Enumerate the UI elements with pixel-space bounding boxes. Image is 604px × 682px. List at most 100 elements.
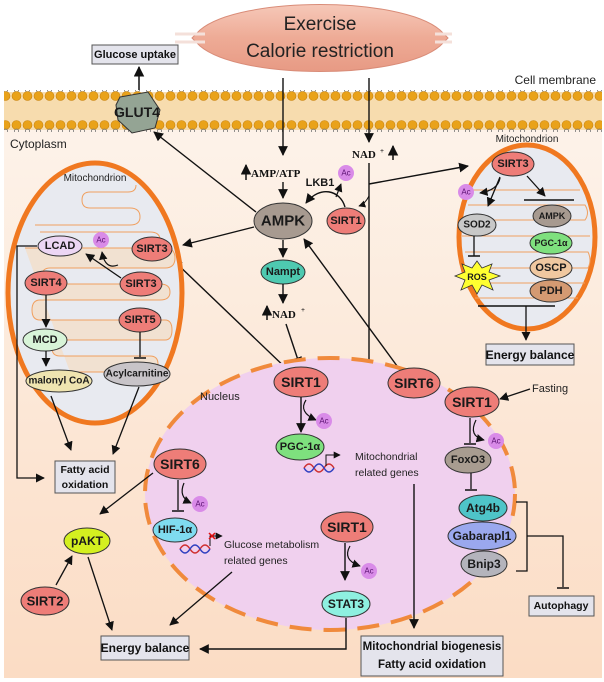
hif-label: HIF-1α bbox=[158, 524, 193, 536]
sirt5-node: SIRT5 bbox=[118, 307, 162, 333]
nuclear-sirt1-mid-node: SIRT1 bbox=[320, 511, 374, 543]
mito-genes-line1: Mitochondrial bbox=[355, 451, 417, 463]
arrow-to-ac bbox=[479, 177, 501, 196]
autophagy-label: Autophagy bbox=[534, 600, 589, 612]
lcad-node: LCAD bbox=[37, 235, 83, 257]
pakt-label: pAKT bbox=[71, 534, 104, 548]
right-pgc-label: PGC-1α bbox=[534, 238, 568, 248]
ac-label: Ac bbox=[491, 437, 500, 446]
left-sirt3-top-node: SIRT3 bbox=[131, 236, 173, 262]
sod2-node: SOD2 bbox=[457, 213, 497, 237]
acylcarnitine-label: Acylcarnitine bbox=[106, 369, 169, 380]
ac-right-mito: Ac bbox=[458, 184, 474, 200]
mcd-node: MCD bbox=[22, 328, 68, 352]
sirt4-label: SIRT4 bbox=[30, 277, 62, 289]
amp-atp-label: AMP/ATP bbox=[251, 168, 301, 180]
nuclear-sirt1-top-label: SIRT1 bbox=[281, 374, 321, 390]
fao-line2: oxidation bbox=[62, 479, 109, 491]
right-ampk-node: AMPK bbox=[532, 204, 572, 228]
ampk-label: AMPK bbox=[261, 213, 305, 230]
muscle-stimulus: Exercise Calorie restriction bbox=[175, 4, 452, 72]
arrow-malonyl-to-fao bbox=[50, 395, 73, 451]
glucose-uptake-box: Glucose uptake bbox=[91, 44, 179, 65]
ac-nucleus-4: Ac bbox=[488, 433, 504, 449]
arrow-to-ac bbox=[334, 183, 343, 198]
stat3-node: STAT3 bbox=[321, 590, 371, 618]
arrow-stat3-to-energy-balance bbox=[199, 618, 347, 654]
ac-label: Ac bbox=[341, 169, 350, 178]
nad-top-label: NAD bbox=[352, 149, 376, 161]
nuclear-pgc-node: PGC-1α bbox=[275, 433, 325, 461]
sirt4-node: SIRT4 bbox=[24, 270, 68, 296]
left-sirt3-label: SIRT3 bbox=[125, 278, 156, 290]
fatty-acid-oxidation-line2: Fatty acid oxidation bbox=[378, 659, 486, 671]
arrow-sirt6-to-ampk bbox=[303, 238, 401, 371]
sirt2-label: SIRT2 bbox=[27, 594, 64, 609]
nad-mid-sup: + bbox=[301, 306, 305, 314]
oscp-node: OSCP bbox=[529, 256, 573, 280]
glucose-uptake-label: Glucose uptake bbox=[94, 49, 176, 61]
pakt-node: pAKT bbox=[63, 527, 111, 555]
ac-label: Ac bbox=[96, 236, 105, 245]
acylcarnitine-node: Acylcarnitine bbox=[103, 361, 171, 387]
sirt1-cyto-node: SIRT1 bbox=[326, 207, 366, 235]
arrow-sirt3-to-lcad bbox=[85, 253, 122, 279]
nucleus: Nucleus bbox=[143, 356, 517, 632]
arrow-fasting-to-sirt1 bbox=[499, 388, 531, 401]
arrow-ampk-to-sirt3 bbox=[182, 226, 255, 248]
foxo3-node: FoxO3 bbox=[444, 446, 492, 474]
arrow-to-ac bbox=[99, 251, 119, 267]
nuclear-pgc-label: PGC-1α bbox=[280, 441, 321, 453]
nuclear-sirt6-top-node: SIRT6 bbox=[387, 367, 441, 399]
arrow-sirt1-lkb1-ampk bbox=[305, 191, 346, 208]
right-pgc-node: PGC-1α bbox=[529, 231, 573, 255]
fasting-label: Fasting bbox=[532, 383, 568, 395]
energy-balance-bottom-label: Energy balance bbox=[101, 641, 190, 655]
energy-balance-mito-label: Energy balance bbox=[486, 348, 575, 362]
pdh-label: PDH bbox=[539, 285, 562, 297]
calorie-restriction-label: Calorie restriction bbox=[246, 41, 394, 62]
bnip3-node: Bnip3 bbox=[460, 550, 508, 578]
lkb1-label: LKB1 bbox=[306, 177, 335, 189]
nad-mid-indicator: NAD + bbox=[261, 304, 305, 321]
ampk-node: AMPK bbox=[253, 202, 313, 240]
mito-biogenesis-box: Mitochondrial biogenesis Fatty acid oxid… bbox=[360, 635, 504, 677]
nuclear-sirt6-top-label: SIRT6 bbox=[394, 375, 434, 391]
nuclear-sirt1-right-node: SIRT1 bbox=[444, 386, 500, 418]
nad-mid-label: NAD bbox=[272, 309, 296, 321]
nuclear-sirt1-right-label: SIRT1 bbox=[452, 394, 492, 410]
ac-label: Ac bbox=[319, 417, 328, 426]
nad-top-sup: + bbox=[380, 147, 384, 155]
hif-node: HIF-1α bbox=[152, 517, 198, 543]
ac-cyto: Ac bbox=[338, 165, 354, 181]
nad-top-indicator: NAD + bbox=[352, 144, 399, 161]
ac-nucleus-3: Ac bbox=[361, 563, 377, 579]
right-sirt3-node: SIRT3 bbox=[491, 151, 535, 177]
glucose-genes-line2: related genes bbox=[224, 555, 288, 567]
dna-icon bbox=[303, 451, 341, 473]
malonyl-coa-node: malonyl CoA bbox=[25, 369, 93, 393]
energy-balance-bottom-box: Energy balance bbox=[100, 635, 190, 661]
left-sirt3-node: SIRT3 bbox=[119, 271, 163, 297]
arrow-ampk-to-glut4 bbox=[153, 131, 257, 213]
arrow-to-ac bbox=[347, 545, 361, 568]
glucose-genes-line1: Glucose metabolism bbox=[224, 539, 319, 551]
atg4b-node: Atg4b bbox=[458, 494, 508, 522]
arrow-to-ac bbox=[472, 419, 485, 443]
sirt5-label: SIRT5 bbox=[124, 314, 155, 326]
mcd-label: MCD bbox=[32, 334, 57, 346]
nuclear-sirt6-node: SIRT6 bbox=[153, 448, 207, 480]
fao-line1: Fatty acid bbox=[60, 464, 109, 476]
foxo3-label: FoxO3 bbox=[451, 454, 485, 466]
right-sirt3-label: SIRT3 bbox=[497, 158, 528, 170]
mito-genes-line2: related genes bbox=[355, 467, 419, 479]
nuclear-sirt1-top-node: SIRT1 bbox=[273, 366, 329, 398]
glut4-label: GLUT4 bbox=[114, 104, 160, 120]
amp-atp-indicator: AMP/ATP bbox=[240, 163, 301, 180]
exercise-label: Exercise bbox=[284, 14, 357, 35]
inhibit-to-autophagy bbox=[527, 535, 564, 587]
mito-biogenesis-line1: Mitochondrial biogenesis bbox=[363, 641, 502, 653]
pdh-node: PDH bbox=[529, 279, 573, 303]
sirt2-node: SIRT2 bbox=[20, 586, 70, 616]
